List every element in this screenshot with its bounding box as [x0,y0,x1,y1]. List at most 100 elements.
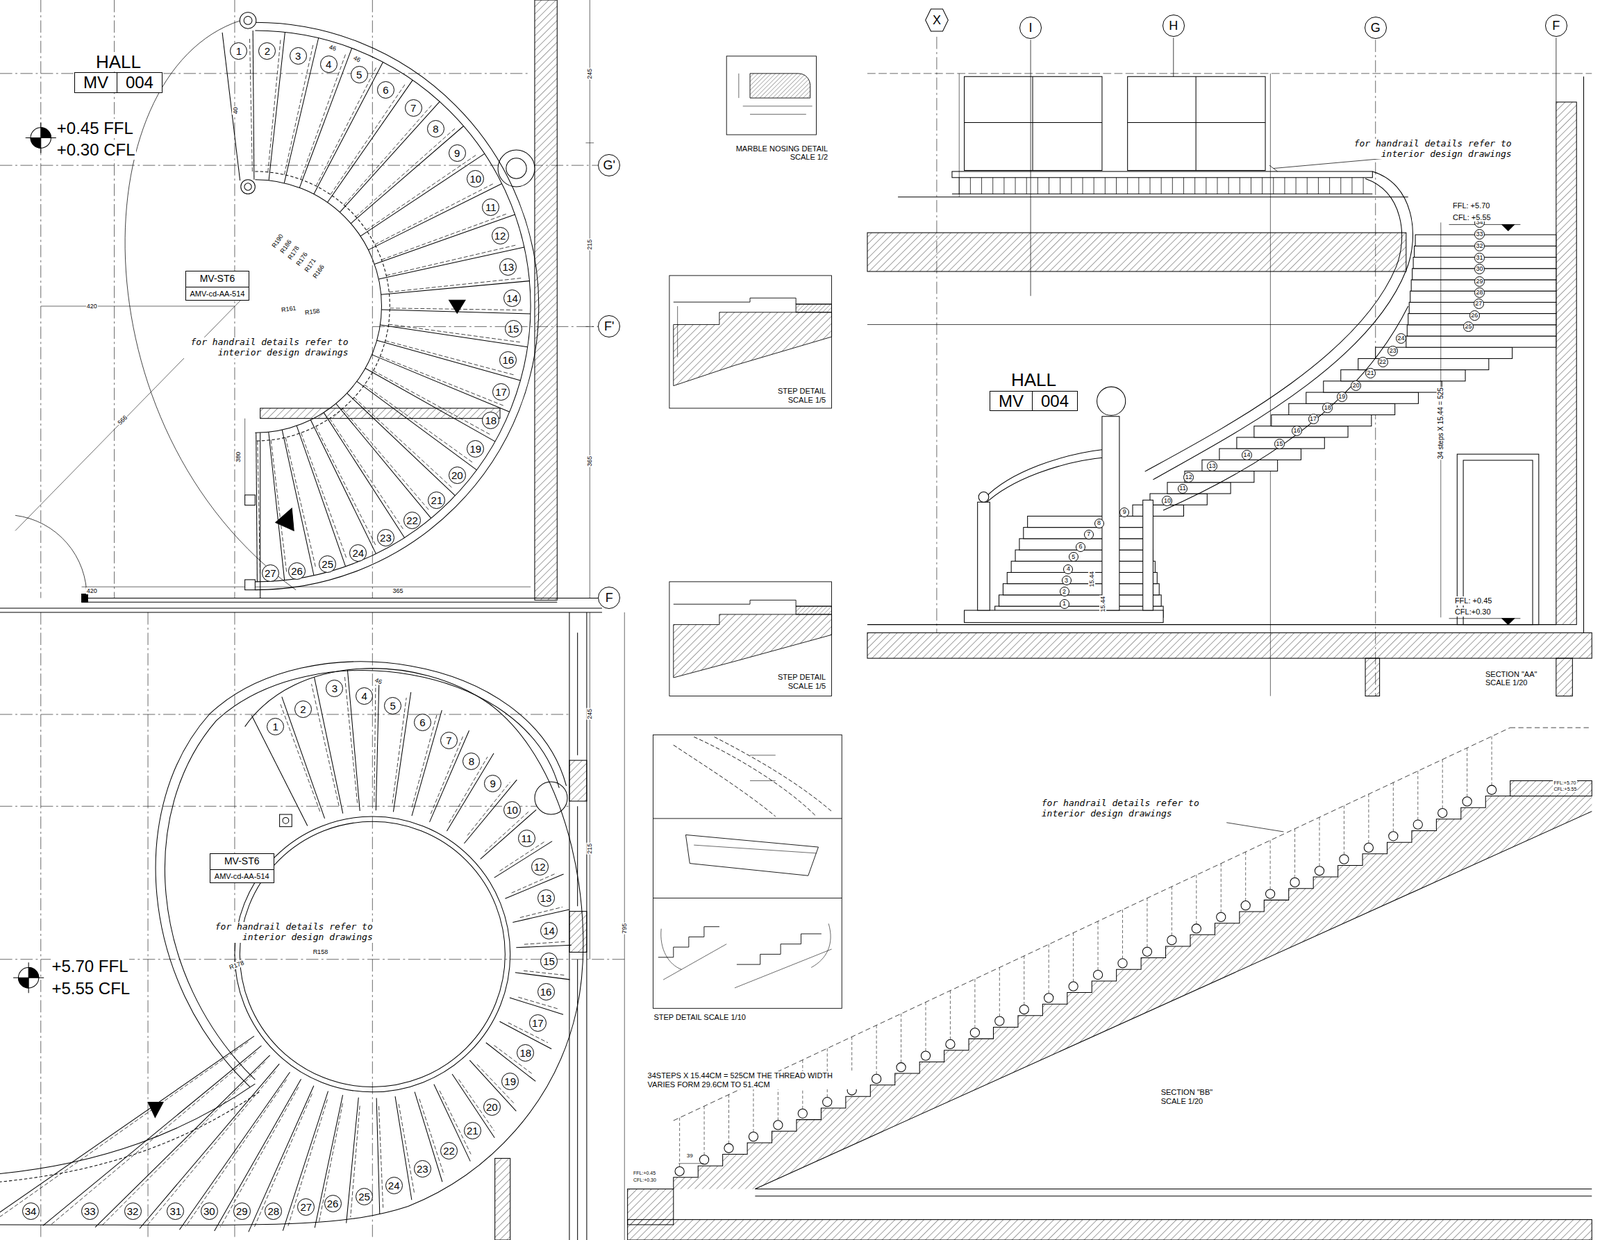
stair-step [1340,370,1466,382]
note-text: for handrail details refer to interior d… [163,337,350,359]
stair-step [1002,584,1160,596]
nosing-circle [920,1051,930,1061]
plan-ground [222,30,531,582]
nosing-circle [1363,843,1373,853]
dimension-text: 566 [115,413,130,428]
stair-step [1006,572,1157,584]
step-number: 16 [502,354,514,366]
plan-ground [81,586,246,588]
nosing-line [373,370,492,436]
step-number: 28 [264,1202,282,1221]
section-bb [627,727,1593,1189]
step-number: 6 [419,717,425,728]
baluster [1294,829,1296,879]
tread-line [512,909,569,923]
nosing-line [386,245,518,276]
construction-details [669,275,832,409]
step-number: 9 [1122,509,1127,516]
construction-details [714,736,832,812]
construction-details [677,306,678,357]
plan-upper [40,612,41,1240]
plan-ground [589,0,591,598]
nosing-line [378,1106,383,1208]
baluster [752,1083,754,1133]
baluster [1172,177,1173,195]
step-number: 11 [485,202,497,213]
step-number: 14 [543,925,555,937]
annotation-text: +0.30 CFL [56,140,137,160]
baluster [1048,177,1050,195]
baluster [1220,863,1222,914]
step-number: 13 [499,258,517,276]
nosing-circle [797,1109,807,1119]
construction-details [795,304,832,313]
nosing-line [285,437,316,569]
section-aa [1269,165,1278,172]
plan-ground [449,300,466,314]
step-number: 12 [491,227,510,245]
step-number: 21 [1365,368,1376,379]
baluster [1417,771,1419,821]
step-number: 21 [1366,370,1374,377]
dimension-text: 39 [686,1152,694,1160]
baluster [1026,177,1028,195]
baluster [1195,875,1197,925]
baluster [1070,177,1072,195]
nosing-circle [773,1120,783,1130]
step-number: 16 [1291,425,1303,437]
baluster [1146,898,1148,948]
step-number: 25 [321,559,334,570]
annotation-text: +0.45 FFL [56,118,135,139]
dimension-text: R178 [227,959,246,972]
section-aa [1152,171,1413,480]
step-number: 20 [483,1098,501,1116]
grid-label: G [1370,21,1381,35]
annotation-text: SECTION "AA" SCALE 1/20 [1484,670,1549,688]
section-aa [936,36,937,633]
section-aa [1556,102,1577,625]
nosing-circle [945,1039,955,1049]
stair-step [1132,504,1184,516]
nosing-line [520,906,563,918]
step-number: 10 [1163,497,1171,505]
dimension-text: 215 [586,238,594,251]
baluster [1343,805,1345,855]
dimension-text: 245 [586,67,594,80]
plan-upper [0,1092,260,1182]
tread-line [314,1095,343,1228]
step-number: 2 [300,704,306,715]
plan-ground [259,432,261,598]
step-number: 25 [1463,321,1474,332]
grid-bubble: G [1364,16,1387,39]
nosing-line [318,1103,343,1223]
section-aa [978,492,989,503]
step-number: 3 [331,683,338,694]
step-number: 26 [324,1195,342,1213]
step-number: 22 [1379,359,1387,366]
section-aa [964,76,1103,171]
plan-ground [245,586,531,588]
grid-bubble: F [597,586,621,610]
step-number: 27 [297,1198,315,1216]
nosing-line [270,440,287,575]
dimension-text: 380 [235,451,243,464]
step-number: 27 [264,568,277,579]
dimension-text: FFL:+5.70 [1552,780,1577,787]
plan-upper [155,661,566,1088]
step-number: 25 [1464,323,1472,330]
baluster [1368,794,1369,844]
room-tag: HALLMV004 [74,52,163,94]
tread-line [268,431,285,580]
annotation-text: FFL: +0.45 [1454,596,1494,606]
grid-label: G' [603,159,616,172]
step-number: 10 [506,804,519,816]
section-bb [754,1195,1592,1197]
dimension-text: 365 [586,455,594,468]
tread-line [339,101,440,212]
tread-line [323,412,405,538]
step-number: 28 [1474,287,1485,298]
tread-line [314,677,344,814]
step-number: 13 [540,893,553,904]
step-number: 17 [529,1014,547,1032]
